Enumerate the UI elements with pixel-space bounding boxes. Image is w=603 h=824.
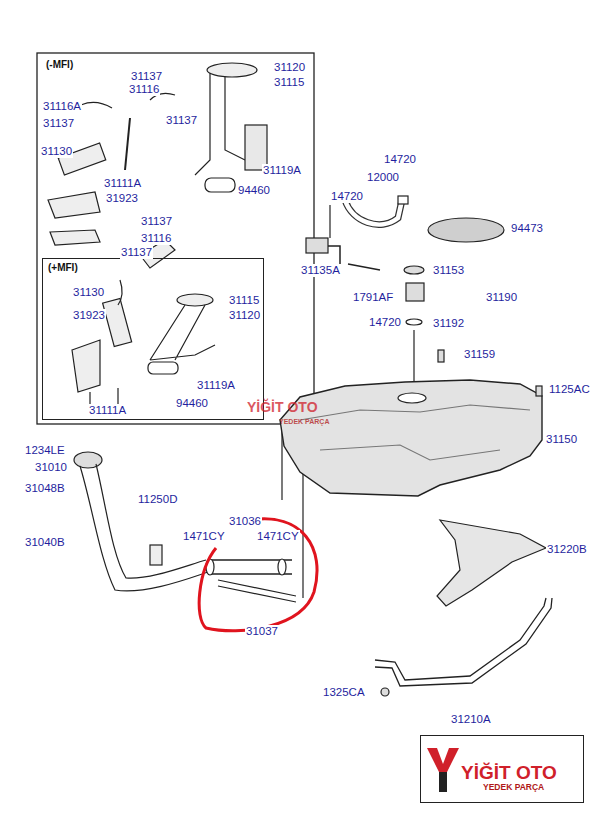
callout-number: 31130 — [72, 286, 105, 299]
callout-number: 31120 — [228, 309, 261, 322]
callout-number: 12000 — [366, 171, 400, 184]
callout-number: 31010 — [34, 461, 68, 474]
callout-number: 31135A — [300, 264, 341, 277]
callout-number: 1234LE — [24, 444, 66, 457]
logo-icon — [425, 744, 461, 794]
callout-number: 14720 — [330, 190, 364, 203]
box-subtitle: YEDEK PARÇA — [483, 782, 544, 792]
callout-number: 1791AF — [352, 291, 394, 304]
callout-number: 31119A — [196, 379, 236, 392]
callout-number: 14720 — [368, 316, 402, 329]
callout-number: 14720 — [383, 153, 417, 166]
callout-number: 31116 — [128, 83, 160, 96]
mfi-box: (+MFI) — [42, 258, 264, 420]
callout-number: 31190 — [485, 291, 518, 304]
callout-number: 31040B — [24, 536, 66, 549]
callout-number: 31220B — [546, 543, 588, 556]
watermark-text: YEDEK PARÇA — [278, 418, 330, 426]
mfi-box: (-MFI) — [42, 57, 310, 255]
callout-number: 31192 — [432, 317, 465, 330]
box-heading: (+MFI) — [48, 262, 78, 273]
callout-number: 31036 — [228, 515, 262, 528]
callout-number: 94473 — [510, 222, 544, 235]
callout-number: 1471CY — [182, 530, 226, 543]
callout-number: 31153 — [432, 264, 465, 277]
callout-number: 31137 — [120, 246, 153, 259]
callout-number: 31130 — [40, 145, 73, 158]
callout-number: 31111A — [88, 404, 127, 417]
callout-number: 11250D — [137, 493, 178, 506]
callout-number: 31923 — [72, 309, 106, 322]
box-heading: (-MFI) — [46, 59, 73, 70]
callout-number: 1325CA — [322, 686, 366, 699]
callout-number: 31115 — [228, 294, 260, 307]
callout-number: 31159 — [463, 348, 496, 361]
callout-number: 31137 — [140, 215, 173, 228]
box-heading: YİĞİT OTO — [461, 762, 557, 784]
callout-number: 31037 — [245, 625, 279, 638]
callout-number: 94460 — [175, 397, 209, 410]
callout-number: 31137 — [165, 114, 198, 127]
callout-number: 31137 — [42, 117, 75, 130]
callout-number: 31150 — [545, 433, 578, 446]
callout-number: 31119A — [262, 164, 302, 177]
callout-number: 1125AC — [548, 383, 591, 396]
callout-number: 31210A — [450, 713, 492, 726]
callout-number: 31120 — [273, 61, 306, 74]
callout-number: 31137 — [130, 70, 163, 83]
watermark-text: YİĞİT OTO — [246, 401, 319, 414]
callout-number: 31111A — [103, 177, 142, 190]
callout-number: 31048B — [24, 482, 66, 495]
callout-number: 31115 — [273, 76, 305, 89]
callout-number: 31116A — [42, 100, 82, 113]
callout-number: 94460 — [237, 184, 271, 197]
callout-number: 1471CY — [256, 530, 300, 543]
callout-number: 31923 — [105, 192, 139, 205]
callout-number: 31116 — [140, 232, 172, 245]
logo-box: YİĞİT OTOYEDEK PARÇA — [420, 735, 584, 803]
